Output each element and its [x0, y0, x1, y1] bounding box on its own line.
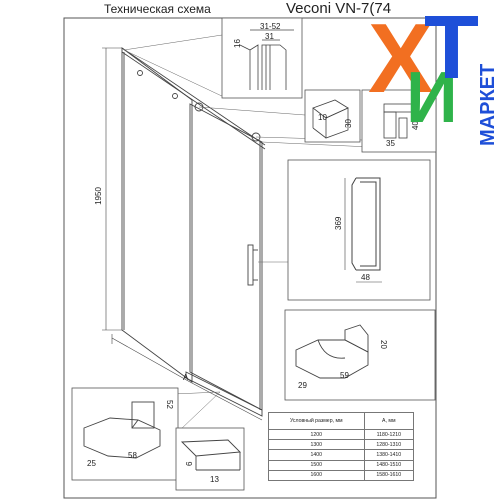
width-marker: A [183, 373, 189, 382]
handle-dim-2: 48 [361, 273, 370, 282]
table-cell: 1500 [268, 459, 365, 471]
header-left-title: Техническая схема [104, 2, 211, 16]
height-label: 1950 [94, 187, 103, 205]
hit-market-logo: Х И Т МАРКЕТ [368, 0, 499, 146]
clip-dim-1: 10 [318, 113, 327, 122]
table-cell: 1380-1410 [363, 449, 415, 461]
roller-dim-1: 35 [386, 139, 395, 148]
logo-letter-x: Х [368, 3, 433, 113]
size-table-header-size: Условный размер, мм [268, 412, 365, 430]
profile-dim-3: 16 [233, 39, 242, 48]
stopper-top-detail [284, 309, 436, 401]
size-table-header: Условный размер, мм А, мм [268, 412, 415, 430]
stopper-left-detail [71, 387, 179, 481]
stopper-top-dim-2: 29 [298, 381, 307, 390]
size-table-header-a: А, мм [363, 412, 415, 430]
table-cell: 1600 [268, 469, 365, 481]
threshold-dim-1: 6 [185, 461, 194, 466]
stopper-left-dim-2: 58 [128, 451, 137, 460]
roller-dim-2: 40 [411, 121, 420, 130]
table-cell: 1400 [268, 449, 365, 461]
stopper-left-dim-3: 52 [165, 400, 174, 409]
roller-detail [361, 89, 437, 153]
header-model: Veconi VN-7 [286, 0, 370, 17]
height-dimension [102, 47, 122, 331]
table-cell: 1180-1210 [363, 428, 415, 441]
table-cell: 1480-1510 [363, 459, 415, 471]
clip-dim-2: 30 [344, 119, 353, 128]
stopper-left-dim-1: 25 [87, 459, 96, 468]
stopper-top-dim-1: 20 [379, 340, 388, 349]
table-cell: 1580-1610 [363, 469, 415, 481]
profile-detail [221, 17, 303, 99]
profile-dim-2: 31 [265, 32, 274, 41]
logo-letter-t: Т [424, 0, 479, 98]
stopper-top-dim-3: 59 [340, 371, 349, 380]
table-cell: 1280-1310 [363, 439, 415, 451]
logo-side-text: МАРКЕТ [477, 64, 499, 146]
handle-detail [287, 159, 431, 301]
handle-dim-1: 369 [334, 216, 343, 230]
width-dimension [111, 334, 263, 421]
clip-detail [304, 89, 361, 143]
header-model-tail: (74 [369, 0, 392, 17]
shower-door [121, 47, 266, 417]
table-cell: 1300 [268, 439, 365, 451]
threshold-dim-2: 13 [210, 475, 219, 484]
table-cell: 1200 [268, 428, 365, 441]
header-right-title: Veconi VN-7(74 [286, 0, 391, 18]
logo-letter-i: И [406, 58, 458, 138]
threshold-detail [175, 427, 245, 491]
profile-dim-1: 31-52 [260, 22, 281, 31]
